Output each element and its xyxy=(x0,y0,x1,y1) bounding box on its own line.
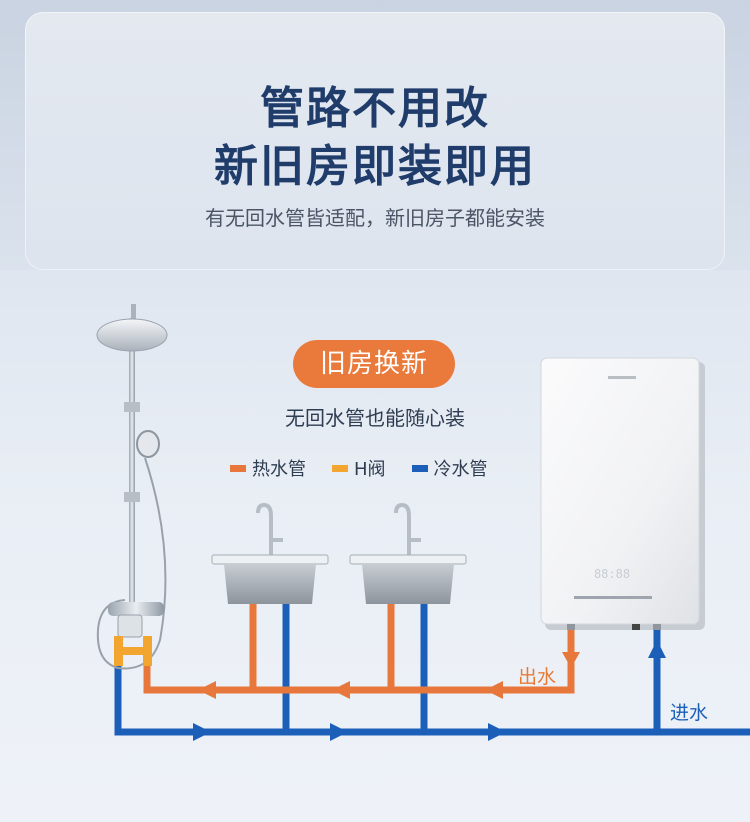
outlet-label: 出水 xyxy=(518,666,557,688)
sink2-basin xyxy=(362,564,454,604)
shower-mixer-handle xyxy=(117,614,143,638)
legend: 热水管 H阀 冷水管 xyxy=(230,456,488,480)
sink-1 xyxy=(211,502,329,604)
header-card xyxy=(25,12,725,270)
hot-arrow-3 xyxy=(485,681,503,699)
heater-outlet-stub xyxy=(567,624,575,630)
sink2-faucet-lever xyxy=(411,538,421,542)
sink2-rim xyxy=(349,554,467,565)
heater-body xyxy=(540,357,700,625)
hot-arrow-down xyxy=(562,652,580,668)
legend-label-hvalve: H阀 xyxy=(354,459,386,480)
shower-system xyxy=(96,304,168,670)
shower-holder xyxy=(124,402,140,412)
shower-slider xyxy=(124,492,140,502)
feature-caption: 无回水管也能随心装 xyxy=(285,406,465,430)
sink-2 xyxy=(349,502,467,604)
shower-riser xyxy=(129,318,135,618)
legend-item-hvalve: H阀 xyxy=(332,455,386,481)
hot-arrow-2 xyxy=(332,681,350,699)
hot-pipe-main xyxy=(143,628,575,694)
inlet-label: 进水 xyxy=(670,702,709,724)
water-heater: 88:88 xyxy=(540,357,705,630)
shower-head-icon xyxy=(96,318,168,352)
legend-item-cold: 冷水管 xyxy=(411,455,488,481)
hot-arrow-1 xyxy=(198,681,216,699)
page-subtitle: 有无回水管皆适配，新旧房子都能安装 xyxy=(205,206,545,230)
sink1-faucet-icon xyxy=(256,502,273,556)
page-title-line1: 管路不用改 xyxy=(260,83,490,134)
hand-shower-icon xyxy=(136,430,160,458)
legend-label-hot: 热水管 xyxy=(252,459,306,480)
shower-mixer-bar xyxy=(108,602,164,616)
heater-brand-mark xyxy=(608,376,636,379)
legend-swatch-cold xyxy=(411,464,428,472)
legend-swatch-hot xyxy=(230,464,246,472)
sink2-faucet-icon xyxy=(394,502,411,556)
heater-bottom-fitting xyxy=(632,624,640,630)
cold-arrow-2 xyxy=(330,723,348,741)
hot-pipe-network xyxy=(143,602,575,694)
heater-inlet-stub xyxy=(653,624,661,630)
heater-controls xyxy=(574,596,652,599)
page-title-line2: 新旧房即装即用 xyxy=(214,141,536,192)
shower-hose xyxy=(96,457,167,670)
heater-display: 88:88 xyxy=(594,567,630,581)
sink1-basin xyxy=(224,564,316,604)
h-valve-bridge xyxy=(114,647,152,655)
cold-arrow-3 xyxy=(488,723,506,741)
cold-arrow-up xyxy=(648,640,666,658)
hot-flow-arrows xyxy=(198,652,580,699)
cold-pipe-main xyxy=(114,638,750,736)
sink1-rim xyxy=(211,554,329,565)
sink1-faucet-lever xyxy=(273,538,283,542)
legend-item-hot: 热水管 xyxy=(230,455,306,481)
cold-arrow-1 xyxy=(193,723,211,741)
cold-flow-arrows xyxy=(193,640,666,741)
legend-swatch-hvalve xyxy=(332,464,348,472)
feature-badge: 旧房换新 xyxy=(293,340,455,388)
legend-label-cold: 冷水管 xyxy=(433,459,488,480)
h-valve-icon xyxy=(114,636,152,666)
